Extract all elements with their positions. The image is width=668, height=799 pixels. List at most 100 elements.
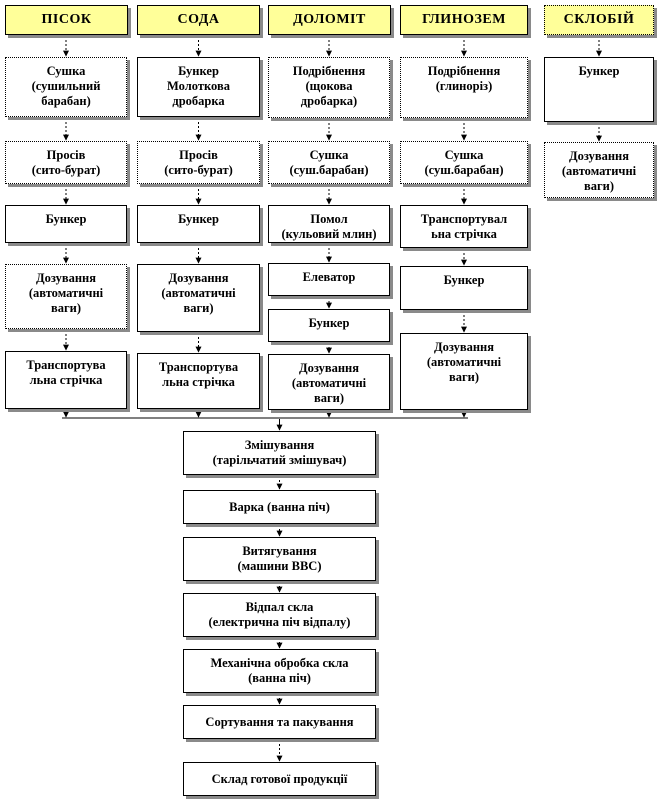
step-text: дробарка (172, 94, 225, 108)
step-text: (автоматичні (28, 286, 104, 300)
step-text: Сушка (309, 148, 349, 162)
main-step-text: Склад готової продукції (211, 771, 348, 786)
main-step-7: Склад готової продукції (183, 762, 376, 796)
main-step-5: Механічна обробка скла(ванна піч) (183, 649, 376, 693)
header-dolomite: ДОЛОМІТ (268, 5, 391, 35)
step-text: Дозування (35, 271, 97, 285)
step-alumina-1: Подрібнення(глиноріз) (400, 57, 528, 118)
step-text: Подрібнення (292, 64, 366, 78)
step-text: Просів (46, 148, 86, 162)
main-step-text: Сортування та пакування (205, 714, 354, 729)
step-text: льна стрічка (29, 373, 103, 387)
step-text: (сушильний (31, 79, 101, 93)
step-text: Транспортува (158, 360, 239, 374)
step-dolomite-4: Елеватор (268, 263, 390, 296)
step-text: Подрібнення (427, 64, 501, 78)
step-dolomite-3: Помол(кульовий млин) (268, 205, 390, 243)
step-text: ваги) (313, 391, 345, 405)
step-text: барабан) (41, 94, 91, 108)
step-text: Бункер (45, 212, 87, 226)
step-text: ьна стрічка (431, 227, 497, 241)
step-text: (автоматичні (291, 376, 367, 390)
step-text: (автоматичні (426, 355, 502, 369)
step-text: (суш.барабан) (424, 163, 504, 177)
step-alumina-2: Сушка(суш.барабан) (400, 141, 528, 184)
main-step-4: Відпал скла(електрична піч відпалу) (183, 593, 376, 637)
main-step-text: Відпал скла (245, 600, 314, 614)
main-step-1: Змішування(тарільчатий змішувач) (183, 431, 376, 475)
main-step-text: Механічна обробка скла (210, 656, 349, 670)
main-step-text: (електрична піч відпалу) (208, 615, 351, 629)
step-dolomite-5: Бункер (268, 309, 390, 342)
step-text: Бункер (443, 273, 485, 287)
header-label: СКЛОБІЙ (563, 12, 635, 27)
step-text: (автоматичні (561, 164, 637, 178)
step-text: Дозування (568, 149, 630, 163)
step-text: (щокова (305, 79, 353, 93)
step-text: Бункер (308, 316, 350, 330)
main-step-2: Варка (ванна піч) (183, 490, 376, 524)
step-text: Транспортува (26, 358, 106, 372)
step-text: льна стрічка (162, 375, 235, 389)
step-text: Дозування (433, 340, 495, 354)
step-text: (кульовий млин) (281, 227, 377, 241)
step-alumina-4: Бункер (400, 266, 528, 310)
step-sand-2: Просів(сито-бурат) (5, 141, 127, 184)
step-soda-3: Бункер (137, 205, 260, 243)
step-text: Дозування (168, 271, 229, 285)
step-sand-3: Бункер (5, 205, 127, 243)
step-text: (суш.барабан) (289, 163, 369, 177)
step-text: (автоматичні (161, 286, 236, 300)
step-text: ваги) (583, 179, 615, 193)
step-text: (сито-бурат) (164, 163, 233, 177)
main-step-text: (машини ВВС) (237, 559, 322, 573)
main-step-text: (тарільчатий змішувач) (212, 453, 347, 467)
header-sand: ПІСОК (5, 5, 128, 35)
step-text: Молоткова (167, 79, 230, 93)
header-label: ГЛИНОЗЕМ (422, 12, 506, 27)
step-text: ваги) (183, 301, 214, 315)
step-text: Бункер (578, 64, 620, 78)
main-step-text: (ванна піч) (248, 671, 311, 685)
step-dolomite-2: Сушка(суш.барабан) (268, 141, 390, 184)
header-soda: СОДА (137, 5, 260, 35)
step-text: дробарка) (300, 94, 358, 108)
step-text: Сушка (444, 148, 484, 162)
main-step-text: Змішування (244, 438, 315, 452)
step-text: ваги) (448, 370, 480, 384)
header-label: ДОЛОМІТ (293, 12, 366, 27)
step-text: Транспортувал (420, 212, 508, 226)
step-text: Просів (179, 148, 218, 162)
step-text: Дозування (298, 361, 360, 375)
step-text: Помол (310, 212, 348, 226)
step-cullet-1: Бункер (544, 57, 654, 122)
step-text: ваги) (50, 301, 82, 315)
step-text: Сушка (46, 64, 86, 78)
step-soda-2: Просів(сито-бурат) (137, 141, 260, 184)
main-step-6: Сортування та пакування (183, 705, 376, 739)
header-label: СОДА (177, 12, 220, 27)
step-text: Бункер (178, 212, 219, 226)
header-label: ПІСОК (41, 12, 92, 27)
header-cullet: СКЛОБІЙ (544, 5, 654, 35)
step-text: (сито-бурат) (31, 163, 101, 177)
step-text: Елеватор (302, 270, 356, 284)
step-text: (глиноріз) (435, 79, 493, 93)
main-step-text: Варка (ванна піч) (229, 499, 330, 514)
main-step-3: Витягування(машини ВВС) (183, 537, 376, 581)
main-step-text: Витягування (242, 544, 317, 558)
header-alumina: ГЛИНОЗЕМ (400, 5, 528, 35)
step-text: Бункер (178, 64, 219, 78)
